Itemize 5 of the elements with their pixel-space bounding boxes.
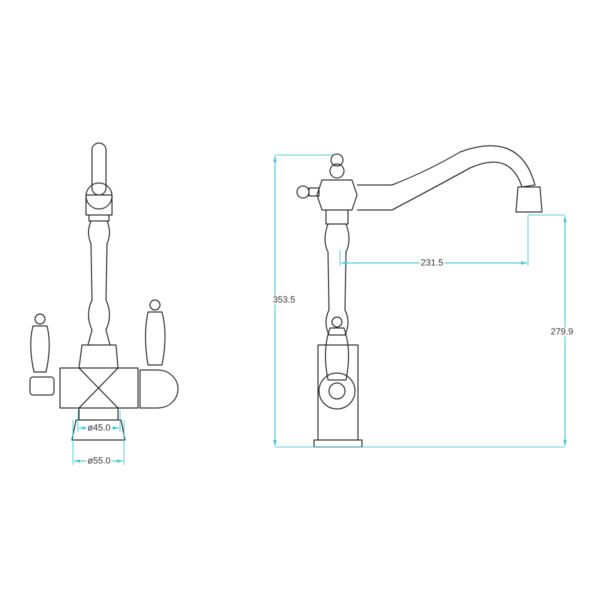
- dimension-label: ø45.0: [86, 424, 112, 432]
- dimension-label: 231.5: [420, 258, 444, 268]
- dimension-label: 353.5: [272, 296, 296, 304]
- dimension-label: ø55.0: [86, 456, 112, 466]
- dimension-label: 279.9: [550, 328, 574, 336]
